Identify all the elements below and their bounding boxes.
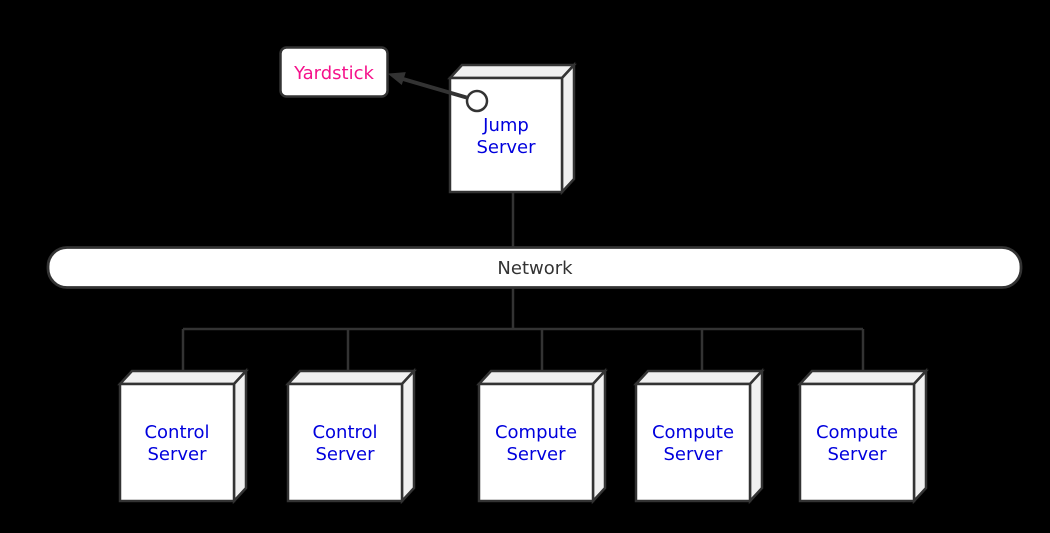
node-jump-server: Jump Server bbox=[447, 61, 577, 196]
compute-server-2-top-face bbox=[633, 369, 765, 386]
yardstick-box-shape bbox=[279, 46, 389, 98]
compute-server-1-front-face bbox=[477, 382, 595, 503]
jump-server-top-face bbox=[447, 63, 577, 80]
yardstick-arrow bbox=[387, 72, 489, 113]
control-server-2-front-face bbox=[286, 382, 404, 503]
node-control-server-1: Control Server bbox=[117, 367, 249, 505]
network-pill-shape bbox=[46, 246, 1023, 289]
compute-server-1-label-line1: Compute bbox=[495, 422, 577, 443]
compute-server-1-label-line2: Server bbox=[506, 444, 566, 465]
network-label: Network bbox=[497, 258, 573, 279]
control-server-1-top-face bbox=[117, 369, 249, 386]
node-yardstick: Yardstick bbox=[279, 46, 389, 98]
compute-server-3-side-face bbox=[912, 367, 928, 505]
control-server-2-side-face bbox=[400, 367, 416, 505]
compute-server-2-label-line1: Compute bbox=[652, 422, 734, 443]
control-server-2-label-line1: Control bbox=[312, 422, 377, 443]
control-server-2-label-line2: Server bbox=[315, 444, 375, 465]
node-compute-server-1: Compute Server bbox=[476, 367, 608, 505]
jump-server-side-face bbox=[560, 61, 576, 196]
control-server-1-label-line1: Control bbox=[144, 422, 209, 443]
control-server-1-label-line2: Server bbox=[147, 444, 207, 465]
node-compute-server-2: Compute Server bbox=[633, 367, 765, 505]
compute-server-1-side-face bbox=[591, 367, 607, 505]
jump-server-label-line2: Server bbox=[476, 137, 536, 158]
connector-edges bbox=[181, 188, 865, 390]
compute-server-2-side-face bbox=[748, 367, 764, 505]
compute-server-3-front-face bbox=[798, 382, 916, 503]
compute-server-3-label-line1: Compute bbox=[816, 422, 898, 443]
node-compute-server-3: Compute Server bbox=[797, 367, 929, 505]
node-control-server-2: Control Server bbox=[285, 367, 417, 505]
control-server-1-front-face bbox=[118, 382, 236, 503]
interface-port-icon bbox=[465, 89, 489, 113]
compute-server-1-top-face bbox=[476, 369, 608, 386]
compute-server-2-front-face bbox=[634, 382, 752, 503]
jump-server-label-line1: Jump bbox=[482, 115, 529, 136]
yardstick-label: Yardstick bbox=[293, 63, 374, 84]
compute-server-2-label-line2: Server bbox=[663, 444, 723, 465]
arrow-head-icon bbox=[387, 72, 406, 85]
compute-server-3-label-line2: Server bbox=[827, 444, 887, 465]
arrow-shaft bbox=[402, 77, 468, 100]
control-server-1-side-face bbox=[232, 367, 248, 505]
control-server-2-top-face bbox=[285, 369, 417, 386]
node-network: Network bbox=[46, 246, 1023, 289]
compute-server-3-top-face bbox=[797, 369, 929, 386]
